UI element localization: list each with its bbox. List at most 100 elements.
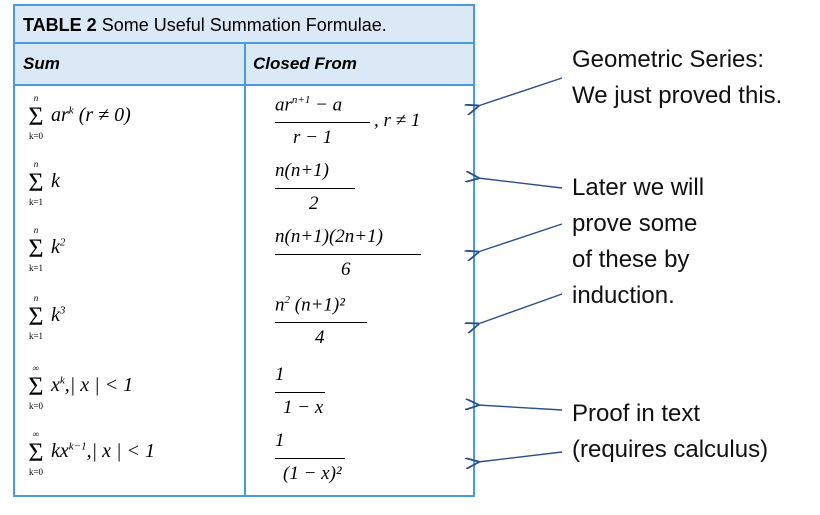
sum-lower-limit: k=0 bbox=[28, 131, 44, 141]
term-exponent: 2 bbox=[59, 236, 66, 249]
fraction-numerator: n2 (n+1)² bbox=[275, 294, 345, 316]
closed-form-fraction: 1 1 − x bbox=[275, 364, 465, 428]
numerator-base: n(n+1) bbox=[275, 160, 329, 181]
table-title-text: Some Useful Summation Formulae. bbox=[101, 15, 387, 35]
note-line: prove some bbox=[572, 210, 698, 237]
fraction-numerator: arn+1 − a bbox=[275, 94, 342, 116]
numerator-base: n(n+1)(2n+1) bbox=[275, 226, 383, 247]
numerator-exponent: n+1 bbox=[291, 94, 311, 106]
fraction-denominator: r − 1 bbox=[293, 127, 333, 148]
sum-term: kxk−1,| x | < 1 bbox=[51, 440, 155, 463]
fraction-bar bbox=[275, 254, 421, 255]
term-base: kx bbox=[51, 440, 69, 462]
term-exponent: k bbox=[59, 374, 65, 387]
numerator-tail: (n+1)² bbox=[290, 294, 345, 316]
closed-form-fraction: n(n+1) 2 bbox=[275, 160, 465, 224]
fraction-denominator: 4 bbox=[315, 327, 325, 348]
term-condition: ,| x | < 1 bbox=[64, 374, 134, 396]
sum-upper-limit: n bbox=[33, 93, 39, 103]
arrow-proof-1 bbox=[478, 405, 563, 411]
arrow-proof-2 bbox=[478, 451, 563, 462]
term-base: k bbox=[51, 170, 60, 192]
numerator-base: 1 bbox=[275, 364, 285, 385]
sum-upper-limit: n bbox=[33, 225, 39, 235]
term-condition: ,| x | < 1 bbox=[86, 440, 155, 462]
term-condition: (r ≠ 0) bbox=[73, 104, 131, 126]
column-header-sum: Sum bbox=[23, 54, 60, 73]
term-base: x bbox=[51, 374, 60, 396]
note-line: induction. bbox=[572, 282, 675, 309]
sum-term: xk,| x | < 1 bbox=[51, 374, 133, 397]
column-divider bbox=[244, 44, 246, 495]
sum-lower-limit: k=1 bbox=[28, 331, 44, 341]
sigma-glyph: Σ bbox=[28, 234, 44, 263]
term-exponent: k bbox=[68, 104, 74, 117]
sum-upper-limit: ∞ bbox=[32, 429, 40, 439]
note-proof: Proof in text (requires calculus) bbox=[572, 396, 768, 468]
fraction-bar bbox=[275, 188, 355, 189]
sum-term: ark (r ≠ 0) bbox=[51, 104, 131, 127]
note-line: We just proved this. bbox=[572, 82, 783, 109]
arrow-induction-3 bbox=[478, 293, 563, 324]
fraction-bar bbox=[275, 458, 345, 459]
sigma-glyph: Σ bbox=[28, 302, 44, 331]
arrow-induction-2 bbox=[478, 223, 563, 252]
fraction-numerator: 1 bbox=[275, 430, 285, 452]
sigma-glyph: Σ bbox=[28, 102, 44, 131]
term-base: k bbox=[51, 304, 60, 326]
sum-lower-limit: k=0 bbox=[28, 401, 44, 411]
table-title: TABLE 2 Some Useful Summation Formulae. bbox=[15, 6, 473, 44]
numerator-base: ar bbox=[275, 94, 292, 116]
fraction-denominator: (1 − x)² bbox=[283, 463, 342, 484]
sum-term: k3 bbox=[51, 304, 65, 327]
numerator-exponent: 2 bbox=[284, 294, 291, 306]
fraction-denominator: 1 − x bbox=[283, 397, 324, 418]
sigma-glyph: Σ bbox=[28, 438, 44, 467]
fraction-condition: , r ≠ 1 bbox=[374, 110, 421, 131]
sum-lower-limit: k=1 bbox=[28, 197, 44, 207]
note-line: Proof in text bbox=[572, 400, 701, 427]
fraction-bar bbox=[275, 322, 367, 323]
closed-form-fraction: 1 (1 − x)² bbox=[275, 430, 465, 494]
numerator-base: 1 bbox=[275, 430, 285, 451]
sigma-glyph: Σ bbox=[28, 168, 44, 197]
arrow-geometric bbox=[478, 77, 563, 106]
fraction-numerator: n(n+1) bbox=[275, 160, 329, 182]
fraction-numerator: 1 bbox=[275, 364, 285, 386]
closed-form-fraction: arn+1 − a r − 1 , r ≠ 1 bbox=[275, 94, 465, 158]
table-title-label: TABLE 2 bbox=[23, 15, 97, 35]
fraction-denominator: 2 bbox=[309, 193, 319, 214]
sum-term: k2 bbox=[51, 236, 65, 259]
closed-form-fraction: n2 (n+1)² 4 bbox=[275, 294, 465, 358]
note-line: of these by bbox=[572, 246, 690, 273]
note-line: (requires calculus) bbox=[572, 436, 769, 463]
term-exponent: k−1 bbox=[68, 440, 87, 453]
fraction-numerator: n(n+1)(2n+1) bbox=[275, 226, 383, 248]
note-line: Geometric Series: bbox=[572, 46, 765, 73]
fraction-bar bbox=[275, 122, 370, 123]
fraction-denominator: 6 bbox=[341, 259, 351, 280]
sum-upper-limit: ∞ bbox=[32, 363, 40, 373]
sum-lower-limit: k=0 bbox=[28, 467, 44, 477]
arrow-induction-1 bbox=[478, 178, 563, 189]
sum-upper-limit: n bbox=[33, 159, 39, 169]
note-induction: Later we will prove some of these by ind… bbox=[572, 170, 704, 314]
sum-lower-limit: k=1 bbox=[28, 263, 44, 273]
numerator-base: n bbox=[275, 294, 285, 316]
sum-upper-limit: n bbox=[33, 293, 39, 303]
note-line: Later we will bbox=[572, 174, 705, 201]
term-exponent: 3 bbox=[59, 304, 66, 317]
